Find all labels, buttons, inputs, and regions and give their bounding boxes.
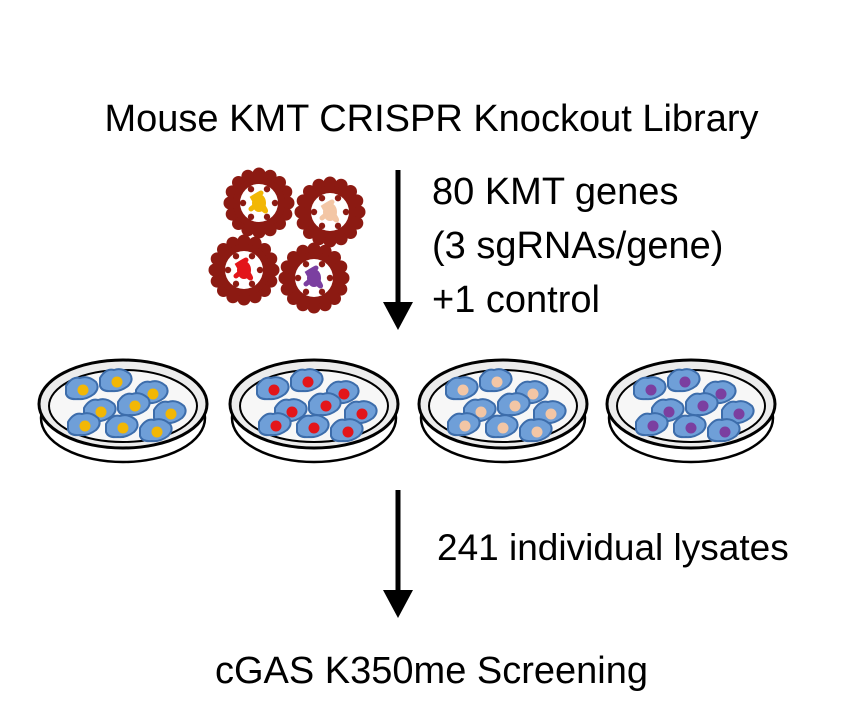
- gene-count-note: 80 KMT genes: [432, 171, 679, 213]
- arrowhead: [383, 590, 413, 618]
- capsid-dot: [248, 252, 256, 260]
- cell-nucleus: [715, 388, 727, 400]
- cell-nucleus: [679, 376, 691, 388]
- capsid-dot: [310, 208, 318, 216]
- cell-nucleus: [268, 384, 280, 396]
- cell-nucleus: [719, 426, 731, 438]
- cell-nucleus: [697, 400, 709, 412]
- control-note: +1 control: [432, 279, 600, 321]
- dish-group: [37, 358, 777, 464]
- cell-nucleus: [79, 420, 91, 432]
- cell-nucleus: [320, 400, 332, 412]
- capsid-dot: [318, 194, 326, 202]
- yellow-virus: [223, 167, 295, 239]
- capsid-dot: [247, 213, 255, 221]
- arrowhead: [383, 302, 413, 330]
- capsid-dot: [318, 222, 326, 230]
- capsid-dot: [232, 252, 240, 260]
- cell-nucleus: [647, 420, 659, 432]
- capsid-dot: [318, 260, 326, 268]
- capsid-dot: [247, 185, 255, 193]
- red-virus: [208, 234, 280, 306]
- cell-nucleus: [77, 384, 89, 396]
- cell-nucleus: [270, 420, 282, 432]
- rna-core: [323, 203, 337, 221]
- diagram-title: Mouse KMT CRISPR Knockout Library: [104, 98, 759, 140]
- rna-core: [307, 269, 321, 287]
- cell-nucleus: [338, 388, 350, 400]
- cell-nucleus: [685, 422, 697, 434]
- cell-nucleus: [308, 422, 320, 434]
- cell-nucleus: [129, 400, 141, 412]
- cell-nucleus: [286, 406, 298, 418]
- capsid-dot: [271, 199, 279, 207]
- cell-nucleus: [527, 388, 539, 400]
- peach-virus: [294, 176, 366, 248]
- capsid-dot: [239, 199, 247, 207]
- down-arrow-top: [383, 170, 413, 330]
- cell-nucleus: [302, 376, 314, 388]
- capsid-dot: [302, 288, 310, 296]
- capsid-dot: [294, 274, 302, 282]
- cell-nucleus: [457, 384, 469, 396]
- cell-nucleus: [165, 408, 177, 420]
- cell-nucleus: [545, 408, 557, 420]
- rna-core: [252, 194, 266, 212]
- screening-label: cGAS K350me Screening: [214, 650, 648, 692]
- capsid-dot: [224, 266, 232, 274]
- capsid-dot: [248, 280, 256, 288]
- down-arrow-bottom: [383, 490, 413, 618]
- capsid-dot: [342, 208, 350, 216]
- cell-nucleus: [342, 426, 354, 438]
- cell-nucleus: [151, 426, 163, 438]
- capsid-dot: [232, 280, 240, 288]
- cell-nucleus: [95, 406, 107, 418]
- red-dish: [228, 358, 400, 464]
- cell-nucleus: [497, 422, 509, 434]
- cell-nucleus: [531, 426, 543, 438]
- purple-dish: [605, 358, 777, 464]
- cell-nucleus: [509, 400, 521, 412]
- cell-nucleus: [663, 406, 675, 418]
- cell-nucleus: [356, 408, 368, 420]
- cell-nucleus: [459, 420, 471, 432]
- capsid-dot: [256, 266, 264, 274]
- cell-nucleus: [475, 406, 487, 418]
- arrow-group: [383, 170, 413, 618]
- capsid-dot: [318, 288, 326, 296]
- capsid-dot: [263, 185, 271, 193]
- peach-dish: [417, 358, 589, 464]
- purple-virus: [278, 242, 350, 314]
- capsid-dot: [334, 194, 342, 202]
- virus-group: [208, 167, 366, 314]
- yellow-dish: [37, 358, 209, 464]
- cell-nucleus: [111, 376, 123, 388]
- cell-nucleus: [491, 376, 503, 388]
- capsid-dot: [302, 260, 310, 268]
- cell-nucleus: [147, 388, 159, 400]
- cell-nucleus: [733, 408, 745, 420]
- rna-core: [237, 261, 251, 279]
- capsid-dot: [263, 213, 271, 221]
- capsid-dot: [326, 274, 334, 282]
- lysates-note: 241 individual lysates: [437, 527, 789, 568]
- sgrna-note: (3 sgRNAs/gene): [432, 225, 724, 267]
- cell-nucleus: [117, 422, 129, 434]
- capsid-dot: [334, 222, 342, 230]
- cell-nucleus: [645, 384, 657, 396]
